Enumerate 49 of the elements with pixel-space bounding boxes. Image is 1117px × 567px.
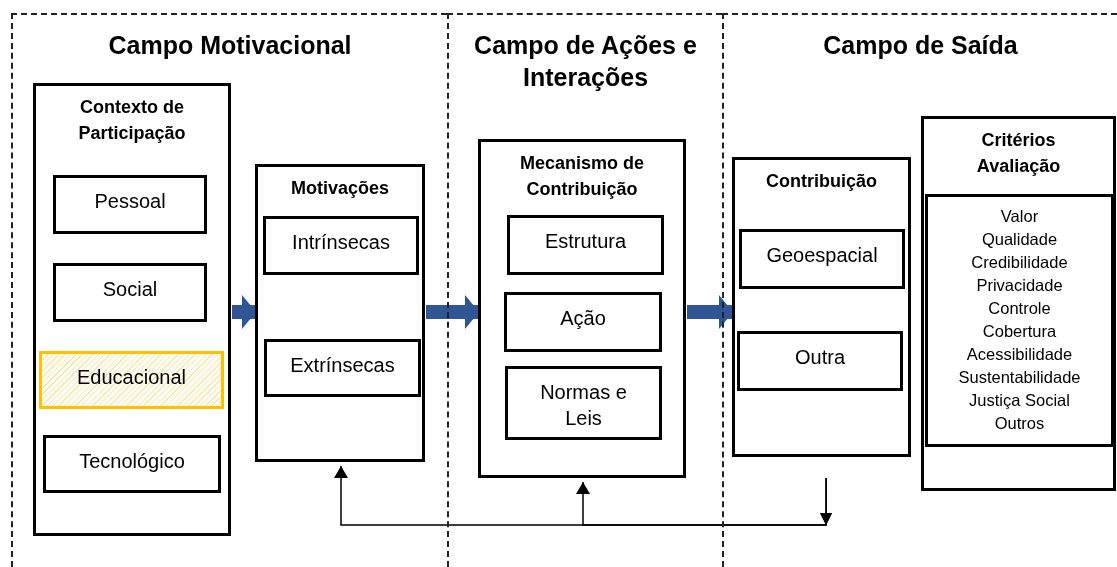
field-title: Campo Motivacional: [107, 30, 353, 61]
category-label: Normas e Leis: [539, 380, 628, 431]
group-box: [732, 157, 911, 457]
category-label: Pessoal: [93, 189, 167, 214]
group-title: Mecanismo de Contribuição: [518, 152, 645, 201]
group-title: Contribuição: [765, 170, 878, 193]
category-label: Ação: [559, 306, 607, 331]
group-title: Motivações: [289, 177, 390, 200]
group-box: [255, 164, 425, 462]
group-box: [478, 139, 686, 478]
criterion-label: Credibilidade: [971, 252, 1068, 273]
category-label: Geoespacial: [765, 243, 879, 268]
field-title: Campo de Ações e Interações: [473, 30, 698, 93]
criterion-label: Sustentabilidade: [958, 367, 1081, 388]
category-box: [739, 229, 905, 289]
field-panel: [722, 13, 1117, 567]
category-label: Estrutura: [543, 229, 628, 254]
field-title: Campo de Saída: [822, 30, 1019, 61]
criterion-label: Acessibilidade: [966, 344, 1073, 365]
category-label: Educacional: [76, 365, 187, 390]
category-box: [263, 216, 419, 275]
category-box: [505, 366, 662, 440]
category-label: Outra: [794, 345, 846, 370]
group-title: Critérios Avaliação: [975, 129, 1062, 178]
category-box: [504, 292, 662, 352]
category-box: [43, 435, 221, 493]
group-box: [33, 83, 231, 536]
category-label: Intrínsecas: [291, 230, 391, 255]
category-box: [53, 175, 207, 234]
category-box: [507, 215, 664, 275]
criterion-label: Cobertura: [982, 321, 1057, 342]
group-title: Contexto de Participação: [77, 96, 187, 145]
field-panel: [447, 13, 722, 567]
criterion-label: Controle: [988, 298, 1051, 319]
field-panel: [11, 13, 447, 567]
category-box: [264, 339, 421, 397]
criterion-label: Valor: [1000, 206, 1039, 227]
group-box: [921, 116, 1116, 491]
category-label: Social: [101, 277, 159, 302]
criterion-label: Justiça Social: [969, 390, 1070, 411]
criterion-label: Outros: [994, 413, 1045, 434]
criteria-list-box: [925, 194, 1114, 447]
category-label: Tecnológico: [78, 449, 186, 474]
category-label: Extrínsecas: [289, 353, 396, 378]
category-box: [737, 331, 903, 391]
category-box: [53, 263, 207, 322]
criterion-label: Privacidade: [976, 275, 1063, 296]
highlighted-category-box: [39, 351, 224, 409]
criterion-label: Qualidade: [981, 229, 1058, 250]
